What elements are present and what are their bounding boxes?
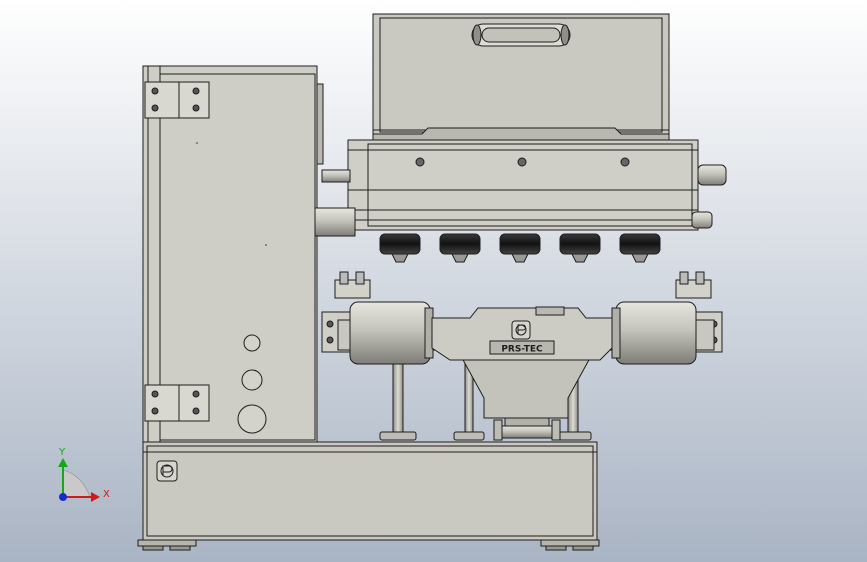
carriage[interactable]: PRS-TEC bbox=[321, 271, 723, 365]
right-nozzle-lower bbox=[691, 211, 713, 229]
top-hopper[interactable] bbox=[372, 13, 670, 141]
cylinder-left[interactable] bbox=[349, 301, 434, 365]
base-foot-left bbox=[137, 539, 197, 551]
brand-plate bbox=[489, 340, 555, 355]
nozzle-5[interactable] bbox=[619, 233, 661, 263]
dosing-block[interactable] bbox=[314, 139, 727, 237]
x-arrow-icon bbox=[91, 492, 100, 502]
hinge-bottom bbox=[144, 384, 210, 422]
housing-logo-icon bbox=[511, 320, 531, 340]
nozzle-4[interactable] bbox=[559, 233, 601, 263]
cabinet-port-medium bbox=[241, 369, 263, 391]
cabinet-port-large bbox=[237, 404, 267, 434]
cylinder-right[interactable] bbox=[611, 301, 697, 365]
nozzle-row[interactable] bbox=[379, 233, 661, 263]
triad-x-label: X bbox=[103, 489, 110, 500]
left-connector-lower bbox=[314, 207, 356, 237]
right-nozzle-upper bbox=[697, 164, 727, 186]
hopper-handle[interactable] bbox=[471, 23, 571, 47]
left-connector-upper bbox=[321, 169, 351, 183]
nozzle-2[interactable] bbox=[439, 233, 481, 263]
machine-model[interactable]: PRS-TEC bbox=[137, 13, 727, 551]
base-cabinet[interactable] bbox=[137, 441, 600, 551]
cabinet-port-small bbox=[243, 334, 261, 352]
block-screw bbox=[517, 157, 527, 167]
center-housing[interactable]: PRS-TEC bbox=[431, 306, 613, 361]
y-arrow-icon bbox=[58, 458, 68, 467]
base-foot-right bbox=[540, 539, 600, 551]
nozzle-1[interactable] bbox=[379, 233, 421, 263]
coordinate-triad[interactable]: X Y bbox=[58, 447, 110, 502]
block-screw bbox=[415, 157, 425, 167]
triad-y-label: Y bbox=[58, 447, 66, 458]
left-cabinet[interactable] bbox=[142, 65, 324, 443]
block-screw bbox=[620, 157, 630, 167]
brand-plate-text: PRS-TEC bbox=[501, 345, 543, 355]
triad-z-axis bbox=[59, 493, 67, 501]
base-logo-icon bbox=[156, 460, 178, 482]
hinge-top bbox=[144, 81, 210, 119]
nozzle-3[interactable] bbox=[499, 233, 541, 263]
